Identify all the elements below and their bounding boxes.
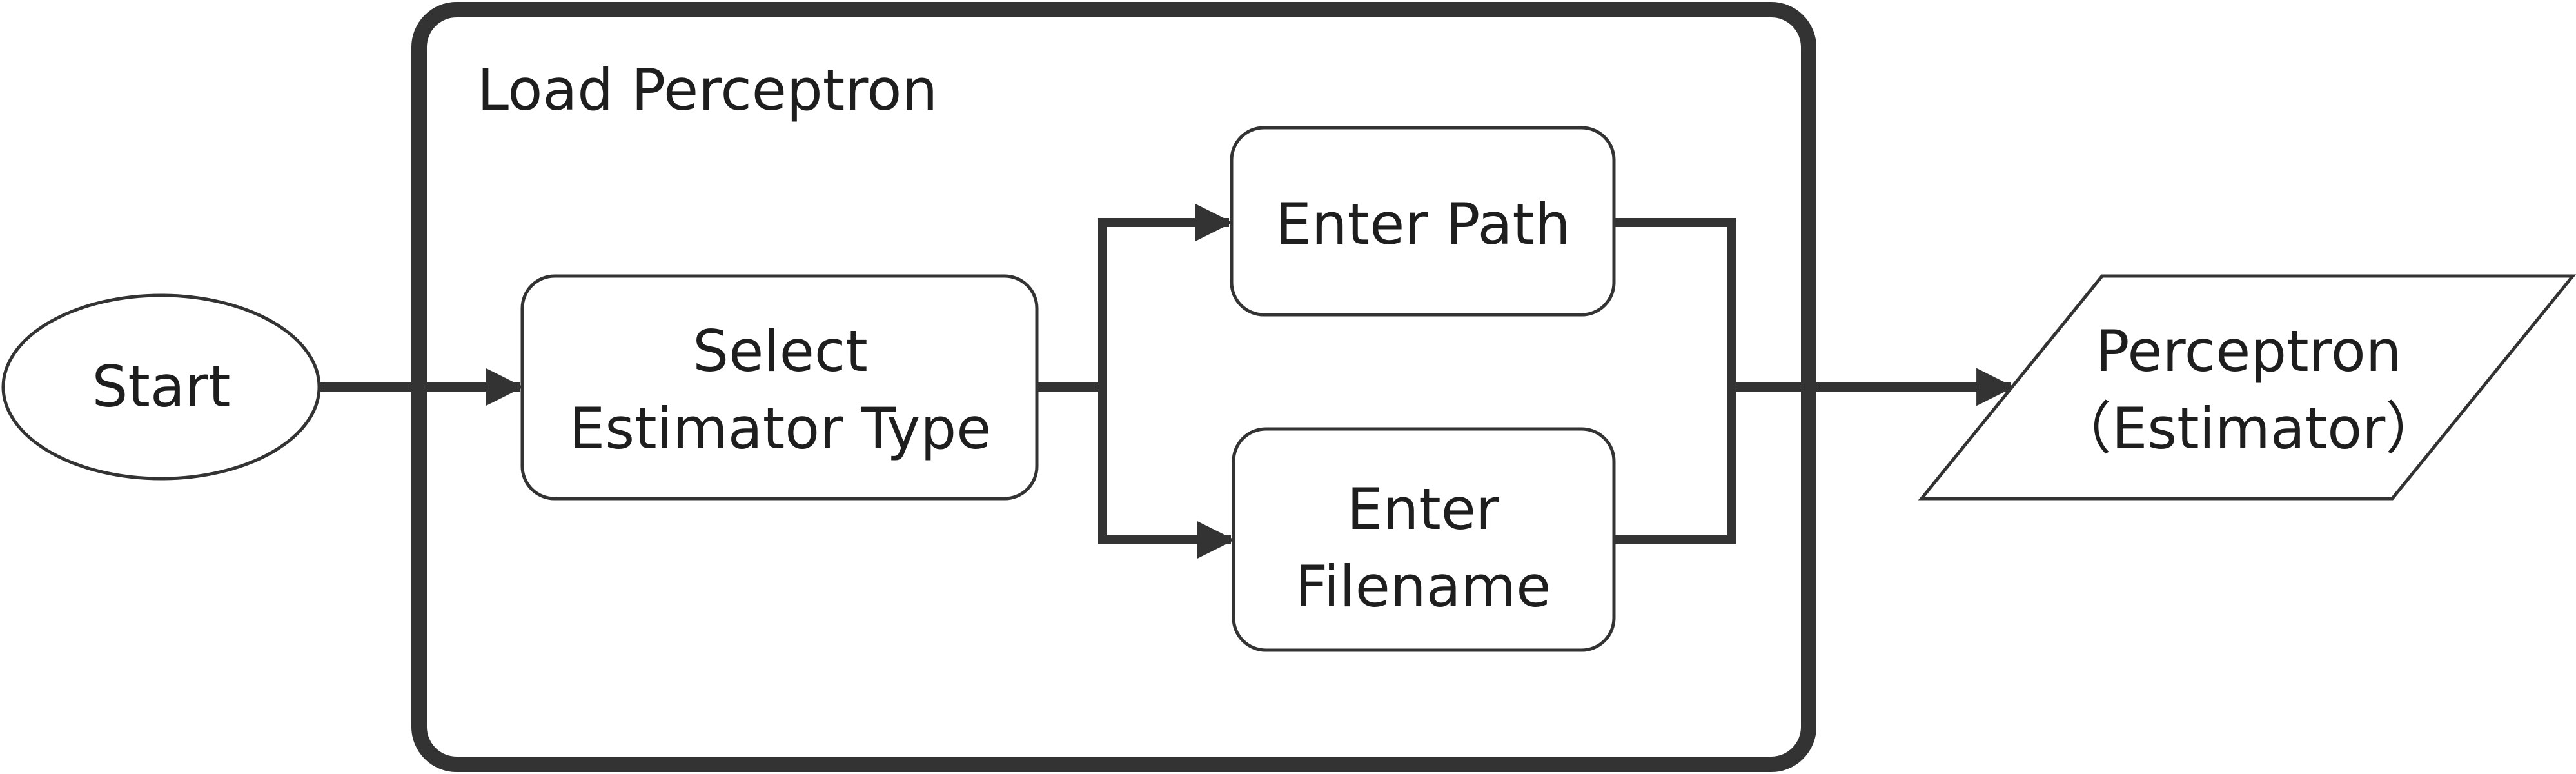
start-node	[1, 293, 321, 481]
connector-split-to-enter-path	[1098, 203, 1233, 387]
start-label: Start	[92, 353, 231, 420]
output-label-line1: Perceptron	[2095, 318, 2401, 384]
output-label-line2: （Estimator）	[2055, 395, 2443, 462]
select-estimator-label-line2: Estimator Type	[569, 395, 992, 462]
perceptron-output-node	[1918, 274, 2576, 501]
enter-path-label: Enter Path	[1275, 191, 1571, 257]
select-estimator-label-line1: Select	[693, 318, 867, 384]
enter-filename-label-line2: Filename	[1295, 553, 1551, 620]
select-estimator-type-node	[520, 274, 1039, 501]
enter-filename-label-line1: Enter	[1347, 476, 1500, 542]
group-title: Load Perceptron	[477, 57, 938, 123]
connector-enter-filename-to-merge	[1614, 387, 1736, 544]
connector-split-to-enter-filename	[1098, 387, 1235, 559]
connector-enter-path-to-merge	[1614, 218, 1736, 387]
